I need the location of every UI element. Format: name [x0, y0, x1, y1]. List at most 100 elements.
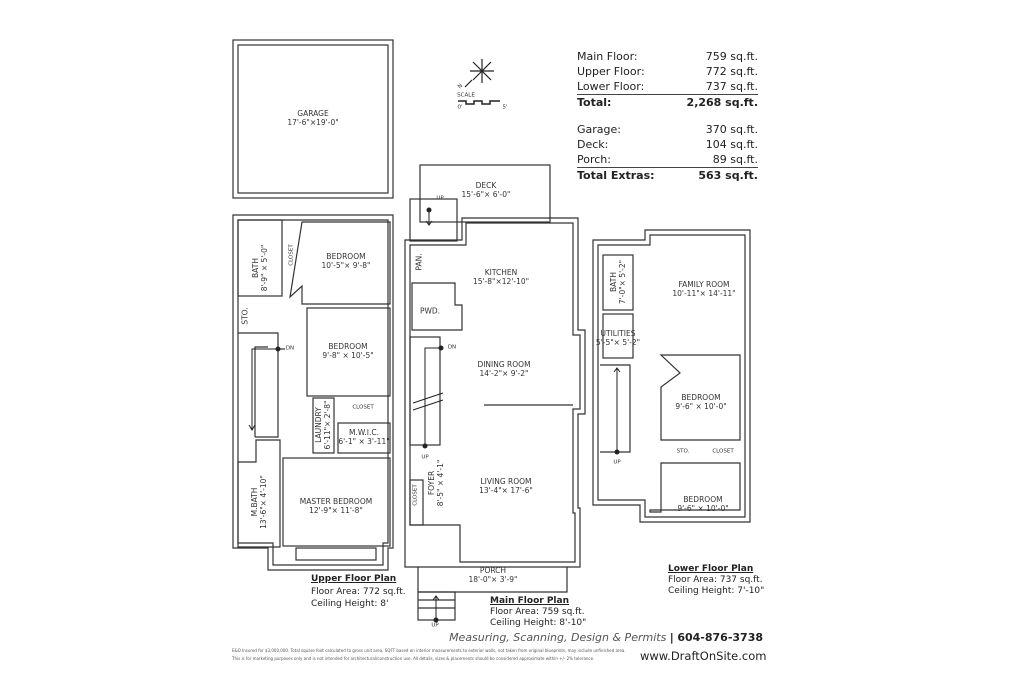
row-label: Lower Floor:	[577, 80, 645, 93]
room-name: UTILITIES	[600, 329, 636, 338]
room-name: GARAGE	[297, 109, 329, 118]
room-name: M.W.I.C.	[348, 428, 380, 437]
company-website[interactable]: www.DraftOnSite.com	[640, 649, 767, 663]
extras-row-garage: Garage: 370 sq.ft.	[577, 122, 758, 137]
room-name: BEDROOM	[326, 252, 366, 261]
foyer-closet-label: CLOSET	[412, 484, 419, 506]
room-dims: 10'-5"× 9'-8"	[321, 261, 371, 270]
tagline-separator: |	[669, 631, 674, 644]
room-dims: 7'-0"× 5'-2"	[618, 259, 627, 305]
row-value: 772 sq.ft.	[705, 65, 758, 78]
room-name: FOYER	[427, 470, 436, 496]
room-dims: 13'-4"× 17'-6"	[479, 486, 533, 495]
total-value: 563 sq.ft.	[698, 169, 758, 182]
room-dims: 15'-6"× 6'-0"	[461, 190, 511, 199]
room-name: MASTER BEDROOM	[299, 497, 373, 506]
room-name: BEDROOM	[681, 393, 721, 402]
summary-row-lower: Lower Floor: 737 sq.ft.	[577, 79, 758, 94]
extras-total: Total Extras: 563 sq.ft.	[577, 167, 758, 183]
row-label: Main Floor:	[577, 50, 638, 63]
room-name: LAUNDRY	[314, 407, 323, 443]
row-label: Garage:	[577, 123, 621, 136]
row-label: Deck:	[577, 138, 609, 151]
scale-end: 5'	[502, 104, 508, 111]
lower-storage-label: STO.	[676, 448, 690, 455]
summary-total: Total:2,268 sq.ft.	[577, 94, 758, 110]
room-dims: 10'-11"× 14'-11"	[672, 289, 736, 298]
upper-floor-area: Floor Area: 772 sq.ft.	[311, 587, 406, 597]
lower-closet-label: CLOSET	[712, 448, 734, 455]
room-dims: 9'-8" × 10'-5"	[322, 351, 374, 360]
extras-row-porch: Porch: 89 sq.ft.	[577, 152, 758, 167]
compass-icon	[464, 59, 494, 88]
upper-stairs-down-label: DN	[285, 345, 295, 352]
lower-plan-title: Lower Floor Plan	[668, 564, 754, 574]
room-name: BEDROOM	[683, 495, 723, 504]
main-floor-walls	[404, 164, 586, 621]
room-dims: 14'-2"× 9'-2"	[479, 369, 529, 378]
room-dims: 8'-9" × 5'-0"	[260, 244, 269, 292]
room-name: DINING ROOM	[477, 360, 531, 369]
lower-floor-area: Floor Area: 737 sq.ft.	[668, 575, 763, 585]
upper-floor-walls	[232, 214, 394, 571]
main-stair-arrows	[412, 207, 444, 623]
room-dims: 18'-0"× 3'-9"	[468, 575, 518, 584]
total-label: Total Extras:	[577, 169, 655, 182]
summary-row-upper: Upper Floor:772 sq.ft.	[577, 64, 758, 79]
room-dims: 15'-8"×12'-10"	[472, 277, 530, 286]
company-tagline: Measuring, Scanning, Design & Permits | …	[449, 631, 763, 644]
room-name: FAMILY ROOM	[678, 280, 730, 289]
room-dims: 12'-9"× 11'-8"	[309, 506, 363, 515]
lower-stairs-up-label: UP	[613, 459, 621, 466]
row-value: 104 sq.ft.	[705, 138, 758, 151]
room-mwic: M.W.I.C.6'-1" × 3'-11"	[338, 428, 389, 446]
room-name: KITCHEN	[484, 268, 518, 277]
row-label: Porch:	[577, 153, 611, 166]
main-ceiling-height: Ceiling Height: 8'-10"	[490, 618, 587, 628]
row-value: 737 sq.ft.	[705, 80, 758, 93]
tagline-text: Measuring, Scanning, Design & Permits	[449, 631, 667, 644]
scale-bar	[458, 100, 500, 105]
room-name: LIVING ROOM	[480, 477, 532, 486]
disclaimer-line-1: E&O Insured for $3,000,000. Total square…	[232, 648, 626, 653]
upper-storage-label: STO.	[240, 307, 250, 325]
room-dims: 8'-5" × 4'-1"	[436, 459, 445, 507]
pantry-label: PAN.	[414, 253, 424, 271]
room-dims: 6'-11"× 2'-8"	[323, 400, 332, 450]
main-stairs-down-label: DN	[447, 344, 457, 351]
room-name: DECK	[475, 181, 497, 190]
room-name: BATH	[251, 258, 260, 278]
upper-closet-label-2: CLOSET	[352, 404, 374, 411]
room-dims: 9'-6" × 10'-0"	[675, 402, 727, 411]
upper-stair-arrow	[248, 346, 281, 431]
row-value: 370 sq.ft.	[705, 123, 758, 136]
room-dims: 13'-6"× 4'-10"	[259, 475, 268, 529]
area-summary-table: Main Floor:759 sq.ft. Upper Floor:772 sq…	[577, 49, 758, 183]
upper-plan-title: Upper Floor Plan	[311, 574, 397, 584]
room-name: PORCH	[479, 566, 507, 575]
room-name: BATH	[609, 272, 618, 292]
upper-closet-label: CLOSET	[288, 244, 295, 266]
porch-stairs-up-label: UP	[431, 622, 439, 629]
room-dims: 5'-5"× 5'-2"	[595, 338, 641, 347]
lower-stair-arrow	[613, 367, 621, 455]
room-dims: 17'-6"×19'-0"	[287, 118, 339, 127]
row-value: 89 sq.ft.	[712, 153, 758, 166]
main-stairs-up-label: UP	[421, 454, 429, 461]
